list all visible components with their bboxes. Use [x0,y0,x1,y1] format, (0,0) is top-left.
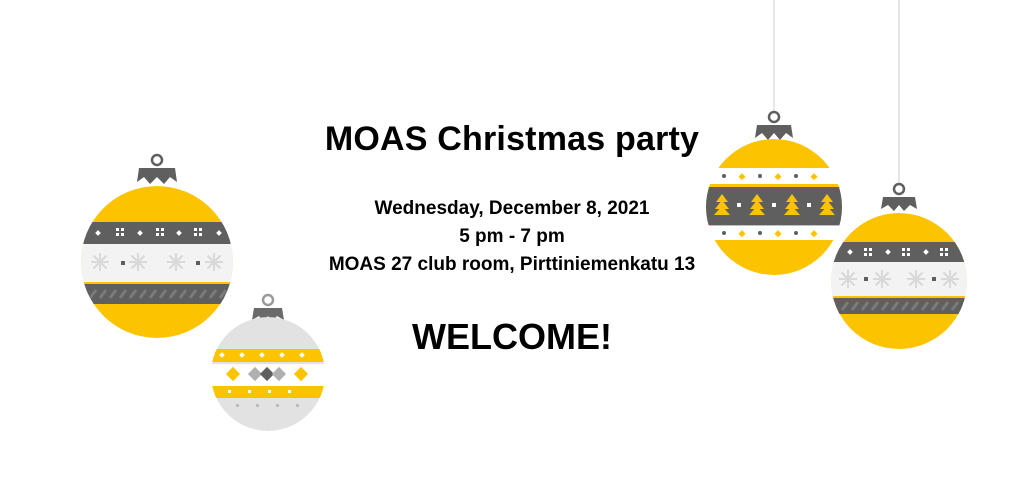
ornament-yellow-left-icon [81,153,233,338]
ornament-yellow-right-icon [831,182,967,349]
ornament-gray-small-icon [211,293,325,431]
event-title: MOAS Christmas party [324,120,700,158]
ornament-yellow-trees-icon [706,110,842,275]
event-time: 5 pm - 7 pm [459,226,565,247]
event-location: MOAS 27 club room, Pirttiniemenkatu 13 [328,254,696,275]
welcome-heading: WELCOME! [412,316,612,357]
event-date: Wednesday, December 8, 2021 [374,198,650,219]
